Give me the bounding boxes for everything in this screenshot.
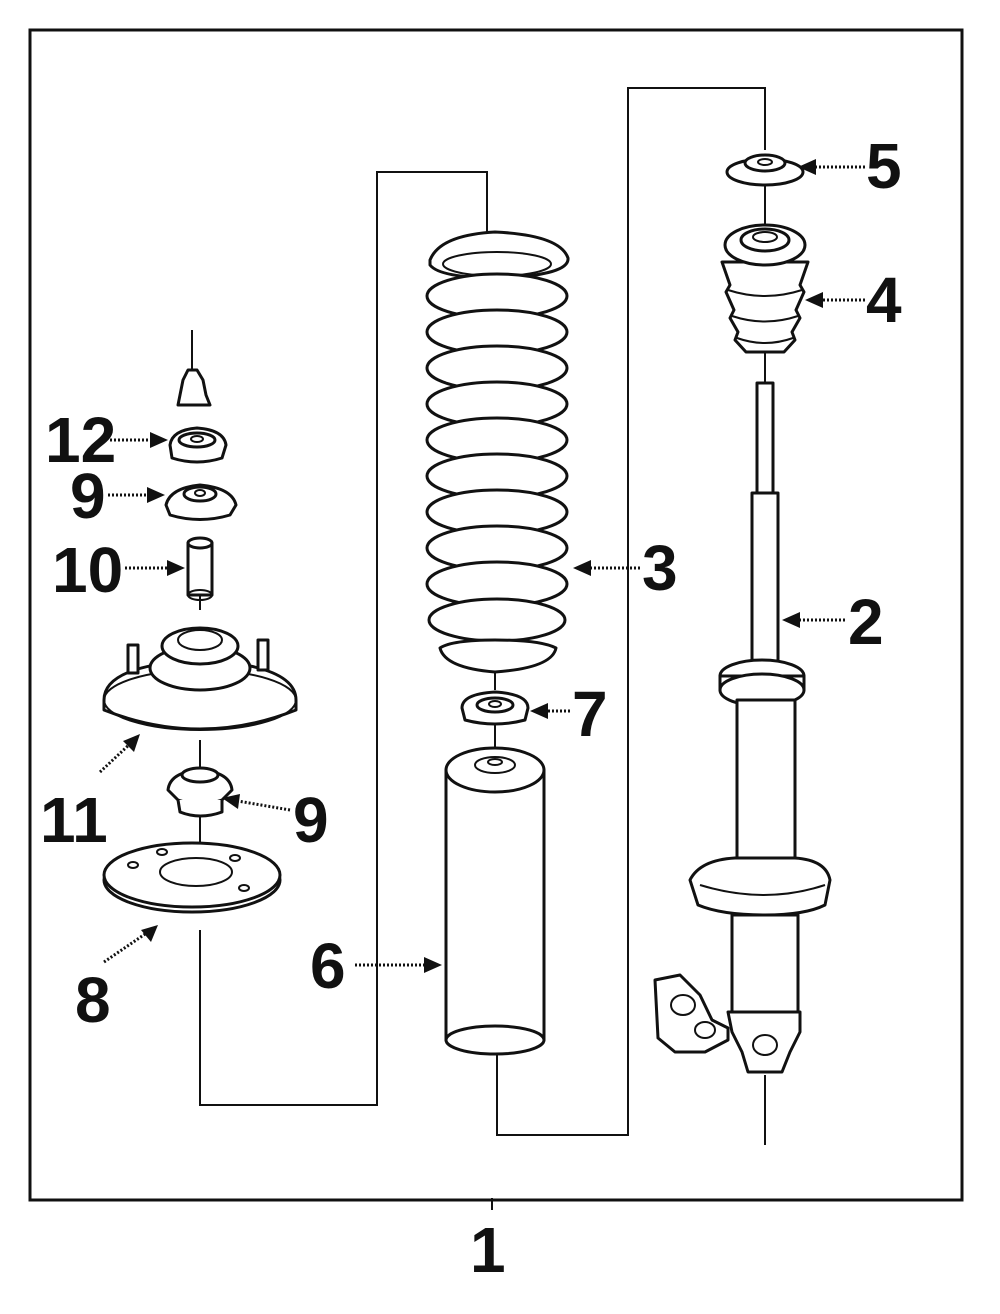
part-9-lower-bushing — [166, 766, 234, 818]
callout-1: 1 — [470, 1214, 506, 1286]
callout-12: 12 — [45, 404, 116, 476]
callout-7: 7 — [572, 678, 608, 750]
callout-2: 2 — [848, 586, 884, 658]
part-10-collar — [186, 536, 214, 601]
callout-3: 3 — [642, 532, 678, 604]
part-4-bump-stop — [720, 223, 810, 354]
assembly-frame — [28, 28, 964, 1202]
callout-5: 5 — [866, 130, 902, 202]
callout-6: 6 — [310, 930, 346, 1002]
callout-10: 10 — [52, 534, 123, 606]
part-6-dust-boot — [444, 746, 546, 1056]
part-7-spring-seat — [460, 690, 530, 726]
part-5-upper-washer — [725, 153, 805, 187]
callout-8: 8 — [75, 964, 111, 1036]
part-3-coil-spring — [425, 230, 570, 674]
part-2-strut — [653, 381, 832, 1074]
callout-11: 11 — [40, 784, 108, 856]
part-9-upper-bushing — [164, 483, 238, 521]
callout-9-lower: 9 — [293, 784, 329, 856]
leader-lines — [98, 159, 865, 973]
part-8-lower-plate — [102, 841, 282, 914]
callout-4: 4 — [866, 264, 902, 336]
part-12-upper-nut — [168, 368, 228, 464]
callout-9-upper: 9 — [70, 460, 106, 532]
assembly-guide-lines — [191, 87, 766, 1210]
part-11-upper-mount — [102, 626, 298, 731]
